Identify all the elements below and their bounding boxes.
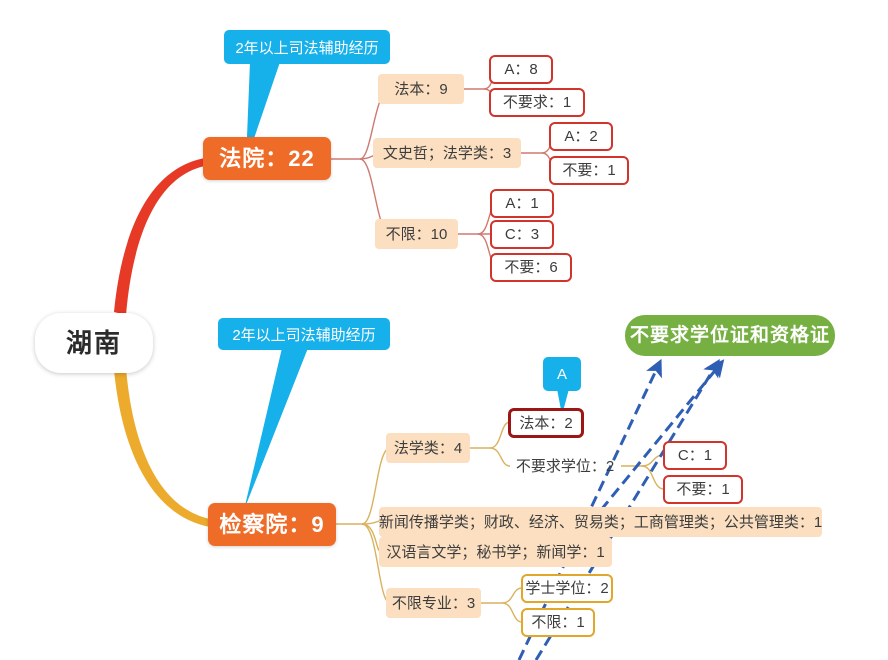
- leaf-proc-buxian1-label: 不限：1: [531, 614, 585, 631]
- leaf-court-wenshizhe-buyao1-label: 不要：1: [562, 162, 616, 179]
- leaf-proc-buxian1[interactable]: 不限：1: [521, 608, 595, 637]
- branch-node-court-label: 法院：22: [219, 145, 315, 171]
- floating-node-no-degree-cert[interactable]: 不要求学位证和资格证: [625, 315, 835, 356]
- floating-node-no-degree-cert-label: 不要求学位证和资格证: [629, 325, 830, 346]
- leaf-court-buxian-buyao6-label: 不要：6: [504, 259, 558, 276]
- callout-procuratorate[interactable]: 2年以上司法辅助经历: [218, 318, 390, 350]
- root-node[interactable]: 湖南: [35, 313, 153, 373]
- leaf-court-faben-a8-label: A：8: [504, 61, 538, 78]
- node-court-wenshizhe[interactable]: 文史哲；法学类：3: [373, 138, 521, 168]
- branch-node-procuratorate[interactable]: 检察院：9: [208, 503, 336, 546]
- wire-bxzy-xsxw: [501, 587, 523, 604]
- wire-proc-to-news: [361, 520, 381, 525]
- callout-court[interactable]: 2年以上司法辅助经历: [224, 30, 390, 64]
- node-proc-faxuelei[interactable]: 法学类：4: [386, 433, 470, 463]
- branch-line-procuratorate: [114, 368, 210, 527]
- leaf-court-buxian-a1[interactable]: A：1: [490, 189, 554, 218]
- leaf-court-faben-a8[interactable]: A：8: [489, 55, 553, 84]
- leaf-court-wenshizhe-a2[interactable]: A：2: [549, 122, 613, 151]
- leaf-court-faben-nobuyaoqiu1[interactable]: 不要求：1: [489, 88, 585, 117]
- leaf-proc-xuewei-buyao1-label: 不要：1: [676, 481, 730, 498]
- wire-byqxw-by1: [641, 465, 665, 490]
- leaf-court-buxian-c3-label: C：3: [504, 226, 540, 243]
- leaf-court-buxian-a1-label: A：1: [505, 195, 539, 212]
- node-court-buxian[interactable]: 不限：10: [375, 219, 458, 249]
- callout-a[interactable]: A: [543, 357, 581, 391]
- callout-court-label: 2年以上司法辅助经历: [235, 39, 379, 57]
- leaf-proc-xueshi-xuewei2-label: 学士学位：2: [525, 580, 609, 597]
- branch-line-court: [114, 158, 205, 315]
- callout-a-label: A: [556, 365, 567, 383]
- node-proc-news-group-label: 新闻传播学类；财政、经济、贸易类；工商管理类；公共管理类：1: [378, 513, 823, 531]
- leaf-proc-faben2-label: 法本：2: [519, 414, 573, 432]
- leaf-proc-xuewei-c1-label: C：1: [677, 447, 713, 464]
- node-proc-news-group[interactable]: 新闻传播学类；财政、经济、贸易类；工商管理类；公共管理类：1: [379, 507, 822, 537]
- callout-a-tail: [557, 389, 569, 415]
- node-proc-buyaoqiu-xuewei[interactable]: 不要求学位：2: [508, 452, 622, 480]
- leaf-proc-xuewei-buyao1[interactable]: 不要：1: [663, 475, 743, 504]
- node-proc-chinese-group[interactable]: 汉语言文学；秘书学；新闻学：1: [379, 537, 612, 567]
- node-proc-buxian-zhuanye-label: 不限专业：3: [391, 594, 476, 612]
- node-court-buxian-label: 不限：10: [385, 225, 448, 243]
- node-court-wenshizhe-label: 文史哲；法学类：3: [382, 144, 512, 162]
- leaf-proc-xuewei-c1[interactable]: C：1: [663, 441, 727, 470]
- leaf-court-faben-nobuyaoqiu1-label: 不要求：1: [502, 94, 572, 111]
- node-proc-faxuelei-label: 法学类：4: [393, 439, 463, 457]
- leaf-court-wenshizhe-buyao1[interactable]: 不要：1: [549, 156, 629, 185]
- root-node-label: 湖南: [65, 328, 122, 358]
- callout-procuratorate-tail: [244, 348, 308, 510]
- node-court-faben-label: 法本：9: [394, 80, 448, 98]
- wire-bxzy-bx1: [501, 602, 523, 623]
- branch-node-court[interactable]: 法院：22: [203, 137, 331, 180]
- leaf-court-buxian-buyao6[interactable]: 不要：6: [490, 253, 572, 282]
- leaf-court-wenshizhe-a2-label: A：2: [564, 128, 598, 145]
- branch-node-procuratorate-label: 检察院：9: [219, 511, 325, 537]
- node-proc-buyaoqiu-xuewei-label: 不要求学位：2: [515, 457, 615, 475]
- callout-procuratorate-label: 2年以上司法辅助经历: [232, 326, 376, 344]
- node-proc-buxian-zhuanye[interactable]: 不限专业：3: [386, 588, 481, 618]
- node-court-faben[interactable]: 法本：9: [378, 74, 464, 104]
- leaf-court-buxian-c3[interactable]: C：3: [490, 220, 554, 249]
- wire-fxl-byqxw: [489, 447, 511, 467]
- wire-fxl-fb2: [489, 421, 511, 449]
- node-proc-chinese-group-label: 汉语言文学；秘书学；新闻学：1: [386, 543, 605, 561]
- leaf-proc-faben2[interactable]: 法本：2: [508, 408, 584, 438]
- wire-proc-to-hyy: [361, 523, 381, 552]
- leaf-proc-xueshi-xuewei2[interactable]: 学士学位：2: [521, 574, 613, 603]
- wire-byqxw-c1: [641, 454, 665, 467]
